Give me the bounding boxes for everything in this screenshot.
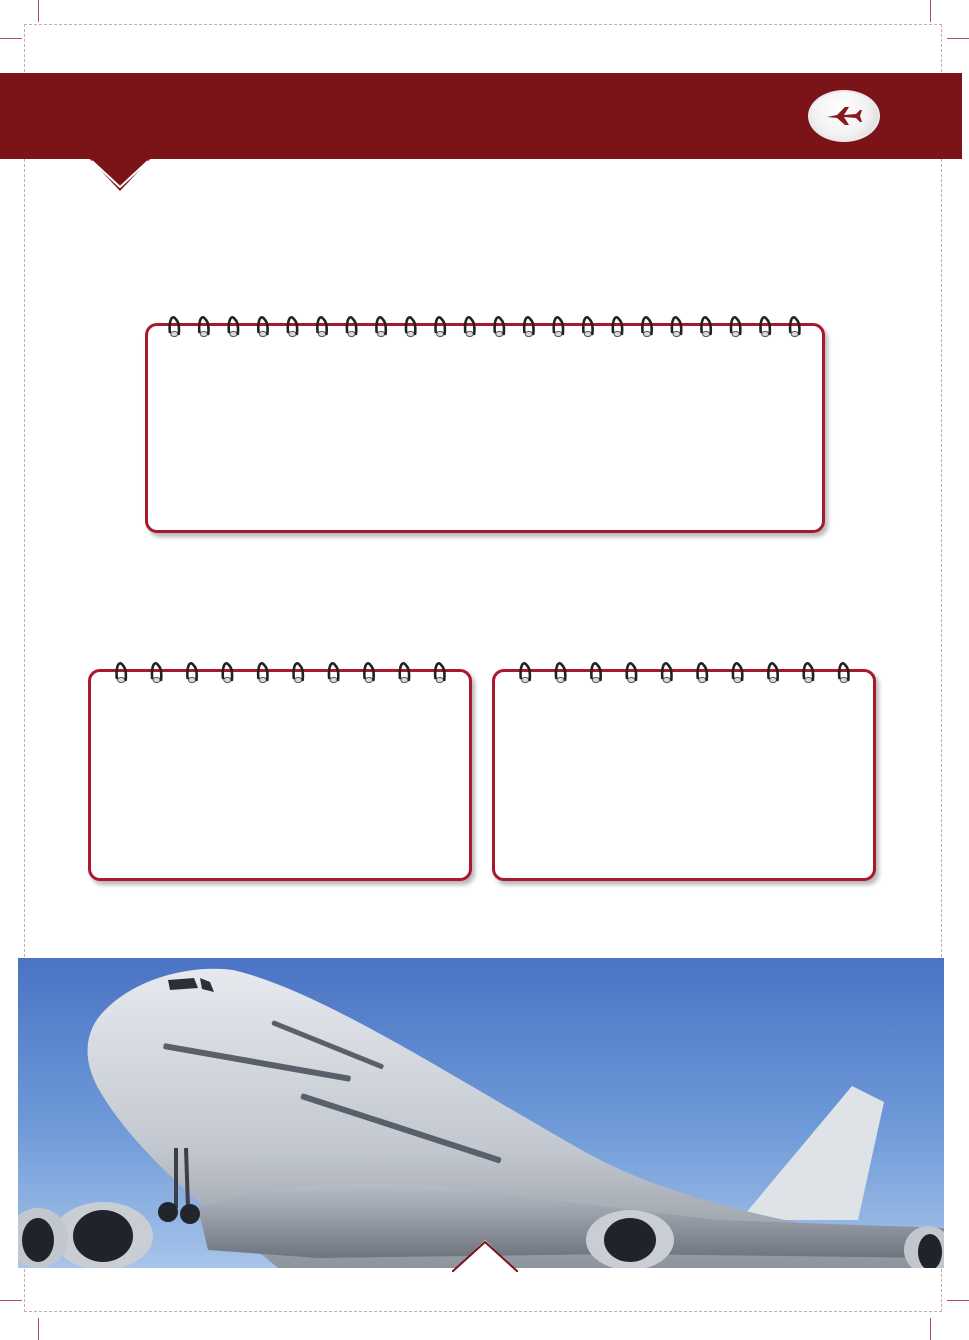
spiral-ring xyxy=(670,316,683,338)
top-notepad-rings xyxy=(168,316,801,338)
spiral-ring xyxy=(463,316,476,338)
spiral-ring xyxy=(660,662,673,684)
left-notepad-card xyxy=(88,669,472,881)
crop-mark xyxy=(947,1300,969,1301)
spiral-ring xyxy=(625,662,638,684)
spiral-ring xyxy=(493,316,506,338)
top-notepad-card xyxy=(145,323,825,533)
spiral-ring xyxy=(552,316,565,338)
spiral-ring xyxy=(375,316,388,338)
spiral-ring xyxy=(292,662,305,684)
spiral-ring xyxy=(286,316,299,338)
trim-outline xyxy=(24,24,942,1312)
spiral-ring xyxy=(590,662,602,684)
spiral-ring xyxy=(398,662,411,684)
spiral-ring xyxy=(519,662,532,684)
spiral-ring xyxy=(731,662,744,684)
spiral-ring xyxy=(168,316,181,338)
spiral-ring xyxy=(197,316,210,338)
crop-mark xyxy=(930,0,931,22)
jumbo-jet-takeoff-photo xyxy=(18,958,944,1268)
left-notepad-rings xyxy=(115,662,446,684)
spiral-ring xyxy=(837,662,850,684)
spiral-ring xyxy=(554,662,567,684)
spiral-ring xyxy=(345,316,358,338)
spiral-ring xyxy=(256,316,269,338)
spiral-ring xyxy=(327,662,340,684)
spiral-ring xyxy=(802,662,815,684)
spiral-ring xyxy=(641,316,653,338)
header-notch xyxy=(88,157,152,191)
crop-mark xyxy=(930,1318,931,1340)
spiral-ring xyxy=(363,662,375,684)
spiral-ring xyxy=(221,662,234,684)
spiral-ring xyxy=(522,316,535,338)
spiral-ring xyxy=(434,316,447,338)
plane-badge xyxy=(808,90,880,142)
spiral-ring xyxy=(729,316,742,338)
crop-mark xyxy=(38,1318,39,1340)
spiral-ring xyxy=(696,662,709,684)
spiral-ring xyxy=(227,316,240,338)
crop-mark xyxy=(0,38,22,39)
spiral-ring xyxy=(611,316,624,338)
spiral-ring xyxy=(316,316,328,338)
spiral-ring xyxy=(150,662,163,684)
bottom-notch xyxy=(452,1240,518,1272)
airplane-icon xyxy=(827,107,862,125)
spiral-ring xyxy=(581,316,594,338)
crop-mark xyxy=(947,38,969,39)
crop-mark xyxy=(38,0,39,22)
spiral-ring xyxy=(115,662,128,684)
spiral-ring xyxy=(767,662,779,684)
spiral-ring xyxy=(186,662,198,684)
spiral-ring xyxy=(788,316,801,338)
spiral-ring xyxy=(700,316,713,338)
right-notepad-rings xyxy=(519,662,850,684)
spiral-ring xyxy=(256,662,269,684)
crop-mark xyxy=(0,1300,22,1301)
header-band xyxy=(0,73,962,159)
right-notepad-card xyxy=(492,669,876,881)
spiral-ring xyxy=(759,316,772,338)
spiral-ring xyxy=(404,316,417,338)
spiral-ring xyxy=(433,662,446,684)
